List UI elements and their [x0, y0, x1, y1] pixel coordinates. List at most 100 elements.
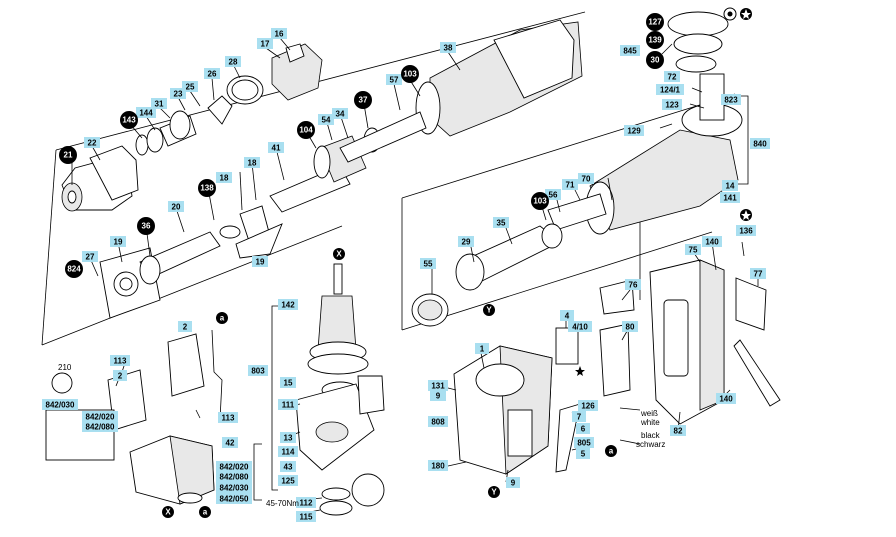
label-113-upper: 113 [110, 355, 130, 366]
svg-text:112: 112 [300, 499, 313, 508]
label-126: 126 [578, 400, 598, 411]
label-41: 41 [268, 142, 284, 153]
svg-text:141: 141 [723, 194, 737, 203]
svg-text:a: a [220, 314, 225, 323]
label-77: 77 [750, 268, 766, 279]
svg-text:55: 55 [424, 260, 433, 269]
label-19-upper: 19 [110, 236, 126, 247]
svg-text:36: 36 [142, 222, 151, 231]
label-19-lower: 19 [252, 256, 268, 267]
label-144: 144 [136, 107, 156, 118]
svg-text:111: 111 [282, 401, 295, 410]
svg-text:77: 77 [754, 270, 763, 279]
assembly-frame-lines [41, 11, 736, 346]
svg-text:15: 15 [284, 379, 293, 388]
svg-text:54: 54 [322, 116, 331, 125]
marker-a-top: a [216, 312, 228, 324]
svg-text:2: 2 [118, 372, 123, 381]
svg-text:824: 824 [67, 265, 81, 274]
callout-103-top: 103 [401, 65, 419, 83]
label-42: 42 [222, 437, 238, 448]
svg-text:140: 140 [705, 238, 719, 247]
label-13: 13 [280, 432, 296, 443]
label-29: 29 [458, 236, 474, 247]
label-71: 71 [562, 179, 578, 190]
label-55: 55 [420, 258, 436, 269]
label-803: 803 [248, 365, 268, 376]
svg-text:842/030: 842/030 [46, 401, 75, 410]
callout-824: 824 [65, 260, 83, 278]
svg-text:803: 803 [251, 367, 265, 376]
svg-text:35: 35 [497, 219, 506, 228]
callout-138: 138 [198, 179, 216, 197]
callout-127: 127 [646, 13, 664, 31]
svg-text:842/080: 842/080 [86, 423, 115, 432]
svg-text:37: 37 [359, 96, 368, 105]
marker-x-top: X [333, 248, 345, 260]
label-35: 35 [493, 217, 509, 228]
label-4: 4 [560, 310, 574, 321]
cylinder-drawing [411, 223, 563, 327]
svg-text:27: 27 [86, 253, 95, 262]
wire-white-label-en: white [640, 418, 660, 427]
label-6: 6 [576, 423, 590, 434]
wire-black-label-de: schwarz [636, 440, 665, 449]
label-2-lower: 2 [113, 370, 127, 381]
svg-text:23: 23 [174, 90, 183, 99]
label-82: 82 [670, 425, 686, 436]
svg-text:82: 82 [674, 427, 683, 436]
svg-text:75: 75 [689, 246, 698, 255]
svg-text:126: 126 [581, 402, 595, 411]
svg-text:16: 16 [275, 30, 284, 39]
label-842-020-left: 842/020 [82, 411, 118, 422]
svg-text:103: 103 [533, 197, 547, 206]
svg-text:125: 125 [281, 477, 295, 486]
callout-21: 21 [59, 146, 77, 164]
label-142: 142 [278, 299, 298, 310]
svg-text:140: 140 [719, 395, 733, 404]
svg-text:72: 72 [668, 73, 677, 82]
svg-text:43: 43 [284, 463, 293, 472]
wire-white-label-de: weiß [640, 409, 658, 418]
svg-text:14: 14 [726, 182, 735, 191]
svg-text:29: 29 [462, 238, 471, 247]
svg-text:19: 19 [114, 238, 123, 247]
svg-text:136: 136 [739, 227, 753, 236]
svg-text:113: 113 [222, 414, 235, 423]
svg-text:34: 34 [336, 110, 345, 119]
star-icon-small [575, 366, 585, 376]
label-131: 131 [428, 380, 448, 391]
label-15: 15 [280, 377, 296, 388]
svg-text:X: X [336, 250, 342, 259]
label-842-050: 842/050 [216, 493, 252, 504]
svg-text:41: 41 [272, 144, 281, 153]
svg-text:104: 104 [299, 126, 313, 135]
label-114: 114 [278, 446, 298, 457]
svg-text:a: a [609, 447, 614, 456]
svg-text:56: 56 [549, 191, 558, 200]
label-70: 70 [578, 173, 594, 184]
svg-text:Y: Y [486, 306, 492, 315]
bracket-lines [253, 95, 749, 501]
label-125: 125 [278, 475, 298, 486]
svg-text:2: 2 [183, 323, 188, 332]
label-112: 112 [296, 497, 316, 508]
svg-text:6: 6 [581, 425, 586, 434]
label-23: 23 [170, 88, 186, 99]
label-14: 14 [722, 180, 738, 191]
label-22: 22 [84, 137, 100, 148]
svg-text:842/030: 842/030 [220, 484, 249, 493]
label-17: 17 [257, 38, 273, 49]
label-123: 123 [662, 99, 682, 110]
callout-30: 30 [646, 51, 664, 69]
svg-text:X: X [165, 508, 171, 517]
svg-text:21: 21 [64, 151, 73, 160]
marker-a-bottom: a [199, 506, 211, 518]
field-coil-drawing [45, 329, 223, 461]
star-icon [740, 8, 752, 20]
svg-text:28: 28 [229, 58, 238, 67]
svg-text:1: 1 [480, 345, 485, 354]
label-2-upper: 2 [178, 321, 192, 332]
label-16: 16 [271, 28, 287, 39]
